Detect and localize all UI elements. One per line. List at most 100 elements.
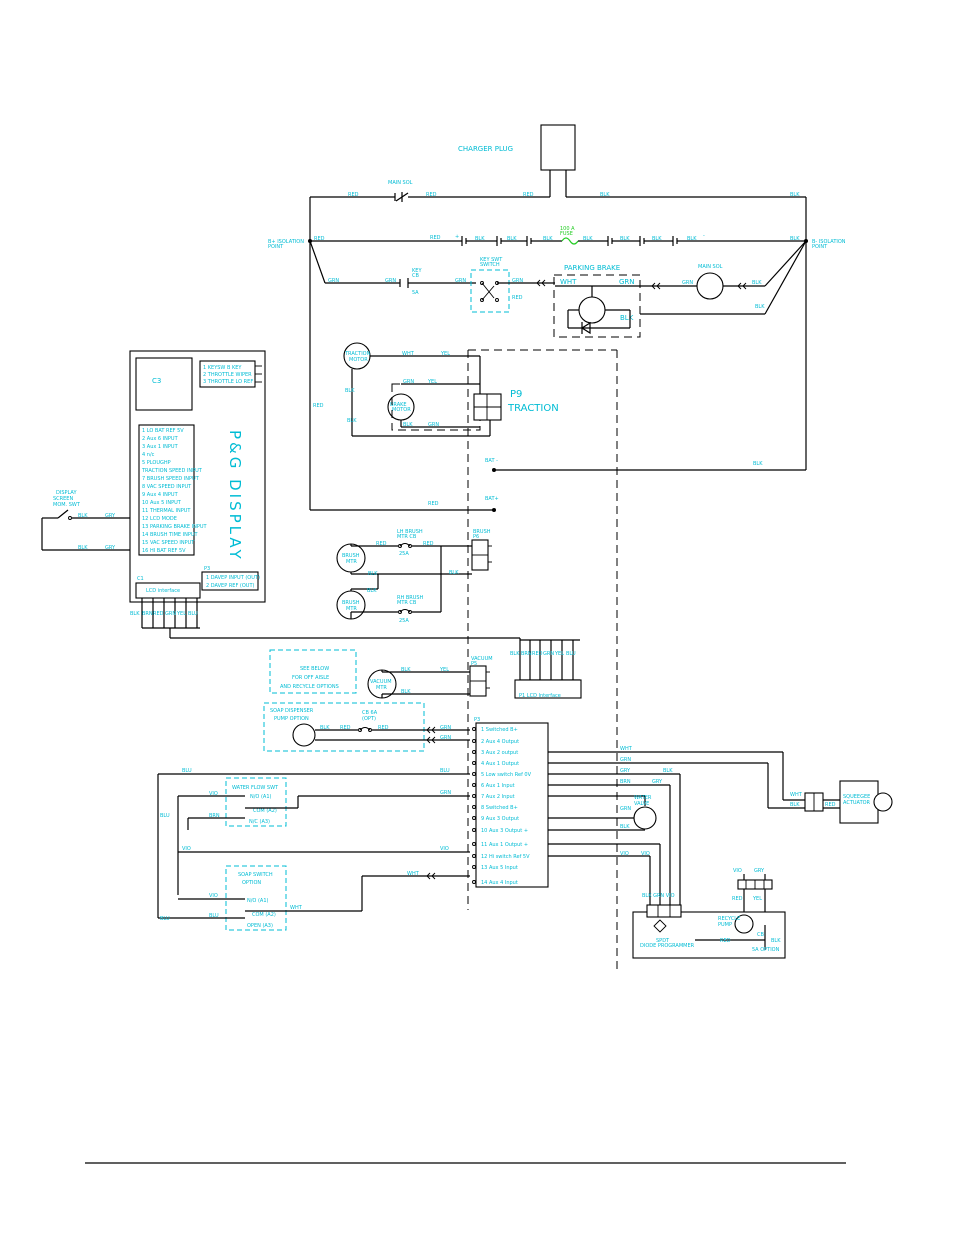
p1-row-14: 14 BRUSH TIME INPUT <box>142 532 199 538</box>
wire-blk-5: BLK <box>543 236 553 242</box>
bridge-sub: DIODE PROGRAMMER <box>640 943 695 949</box>
p3-display-row-2: 2 DAVEP REF (OUT) <box>206 583 255 589</box>
p1-row-15: 15 VAC SPEED INPUT <box>142 540 195 546</box>
soap-wire-red: RED <box>340 725 351 731</box>
brake-wire-grn: GRN <box>403 379 414 385</box>
vac-wire-blk: BLK <box>401 667 411 673</box>
p9-traction-label: TRACTION <box>507 403 559 414</box>
lh-brush-cb-label: LH BRUSH <box>397 529 423 535</box>
off-aisle-note-box <box>269 649 357 694</box>
out-gry: GRY <box>620 768 631 774</box>
wire-blk-3: BLK <box>475 236 485 242</box>
p3-term-4: 4 Aux 1 Output <box>481 761 519 767</box>
lh-wire-red: RED <box>376 541 387 547</box>
key-wire-grn-4: GRN <box>512 278 523 284</box>
wire-red-1: RED <box>348 192 359 198</box>
brush-conn-label: BRUSH <box>473 529 491 535</box>
squeegee-label: SQUEEGEE <box>843 794 870 800</box>
wfs-brn: BRN <box>209 813 220 819</box>
p1-row-3: 3 Aux 1 INPUT <box>142 444 179 450</box>
p3-term-5: 5 Low switch Ref 0V <box>481 772 532 778</box>
rh-wire-blk: BLK <box>367 588 377 594</box>
squeegee-wire-wht: WHT <box>790 792 803 798</box>
charger-plug-box <box>540 124 576 171</box>
p3-term-7: 7 Aux 2 Input <box>481 794 515 800</box>
vac-conn-label: VACUUM <box>471 656 493 662</box>
key-wire-red: RED <box>512 295 523 301</box>
b-plus-isolation: B+ ISOLATION <box>268 239 304 245</box>
lower-wire-blu2: BLU <box>440 768 450 774</box>
main-sol-wire-blk: BLK <box>752 280 762 286</box>
lower-vio2: VIO <box>182 846 191 852</box>
p1-row-10: 10 Aux 5 INPUT <box>142 500 182 506</box>
parking-brake-blk: BLK <box>620 314 634 322</box>
disp-wire-blk: BLK <box>78 513 88 519</box>
parking-brake-box <box>553 274 641 338</box>
wfs-vio: VIO <box>209 791 218 797</box>
soap-wire-blk: BLK <box>320 725 330 731</box>
p1-pin-4: GRN <box>543 651 554 657</box>
soap-sw-vio: VIO <box>209 893 218 899</box>
soap-wire-red2: RED <box>378 725 389 731</box>
wire-blk-1: BLK <box>600 192 610 198</box>
wire-blk-2: BLK <box>790 192 800 198</box>
out-grn3: GRN <box>620 806 631 812</box>
vac-wire-blk2: BLK <box>401 689 411 695</box>
p3-display-box <box>201 571 259 591</box>
p1-box <box>138 424 195 556</box>
squeegee-actuator-box <box>839 780 879 824</box>
out-gry2: GRY <box>652 779 663 785</box>
soap-cb-label: CB 6A <box>362 710 378 716</box>
fuse-label-sub: FUSE <box>560 231 573 237</box>
traction-wire-yel: YEL <box>440 351 450 357</box>
vac-wire-yel: YEL <box>439 667 449 673</box>
p1-row-5: 5 PLOUGHP <box>142 460 171 466</box>
traction-wire-red: RED <box>313 403 324 409</box>
key-wire-grn-3: GRN <box>455 278 466 284</box>
lh-brush-motor-label: BRUSH <box>342 553 360 559</box>
p3-label: P3 <box>474 717 480 723</box>
recycle-gry: GRY <box>754 868 765 874</box>
squeegee-motor-icon <box>873 792 893 812</box>
bat-minus-label: BAT - <box>485 458 498 464</box>
soap-sw-blu: BLU <box>160 916 170 922</box>
p1-pin-6: BLU <box>566 651 576 657</box>
squeegee-wire-red: RED <box>825 802 836 808</box>
brake-wire-grn2: GRN <box>428 422 439 428</box>
p1-row-2: 2 Aux 6 INPUT <box>142 436 179 442</box>
lh-brush-motor-sub: MTR <box>346 559 357 565</box>
spdt-bridge <box>646 904 682 918</box>
c1-pin-2: BRN <box>142 611 153 617</box>
b-minus-isolation: B- ISOLATION <box>812 239 846 245</box>
p1-pin-3: RED <box>532 651 543 657</box>
bat-minus-wire: BLK <box>753 461 763 467</box>
p3-term-6: 6 Aux 1 Input <box>481 783 515 789</box>
wire-red-3: RED <box>523 192 534 198</box>
rh-brush-cb-amp: 25A <box>399 618 409 624</box>
p3-terminal-block <box>475 722 549 888</box>
key-cb-amp: 5A <box>412 290 419 296</box>
rh-brush-cb-label: RH BRUSH <box>397 595 424 601</box>
lh-wire-blk: BLK <box>368 571 378 577</box>
out-vio6: VIO <box>641 851 650 857</box>
soap-sw-wht: WHT <box>290 905 303 911</box>
vac-note-3: AND RECYCLE OPTIONS <box>280 684 339 690</box>
p1-pin-2: BRN <box>521 651 532 657</box>
parking-brake-label: PARKING BRAKE <box>564 264 620 272</box>
soap-pump-icon <box>292 723 316 747</box>
rh-brush-motor-label: BRUSH <box>342 600 360 606</box>
c3-box <box>135 357 193 411</box>
wire-blk-10: BLK <box>790 236 800 242</box>
wire-red-2: RED <box>426 192 437 198</box>
rh-wire-blk2: BLK <box>449 570 459 576</box>
parking-brake-grn: GRN <box>619 278 635 286</box>
soap-switch-no: N/O (A1) <box>247 898 269 904</box>
c1-interface-label: LCD interface <box>146 588 180 594</box>
bridge-label: SPDT <box>656 938 670 944</box>
wfs-no: N/O (A1) <box>250 794 272 800</box>
bridge-top-label: BLK GRN VIO <box>642 893 675 899</box>
squeegee-wire-blk: BLK <box>790 802 800 808</box>
recycle-pump-sub: PUMP <box>718 922 732 928</box>
c1-pin-1: BLK <box>130 611 140 617</box>
wfs-nc: N/C (A3) <box>249 819 270 825</box>
